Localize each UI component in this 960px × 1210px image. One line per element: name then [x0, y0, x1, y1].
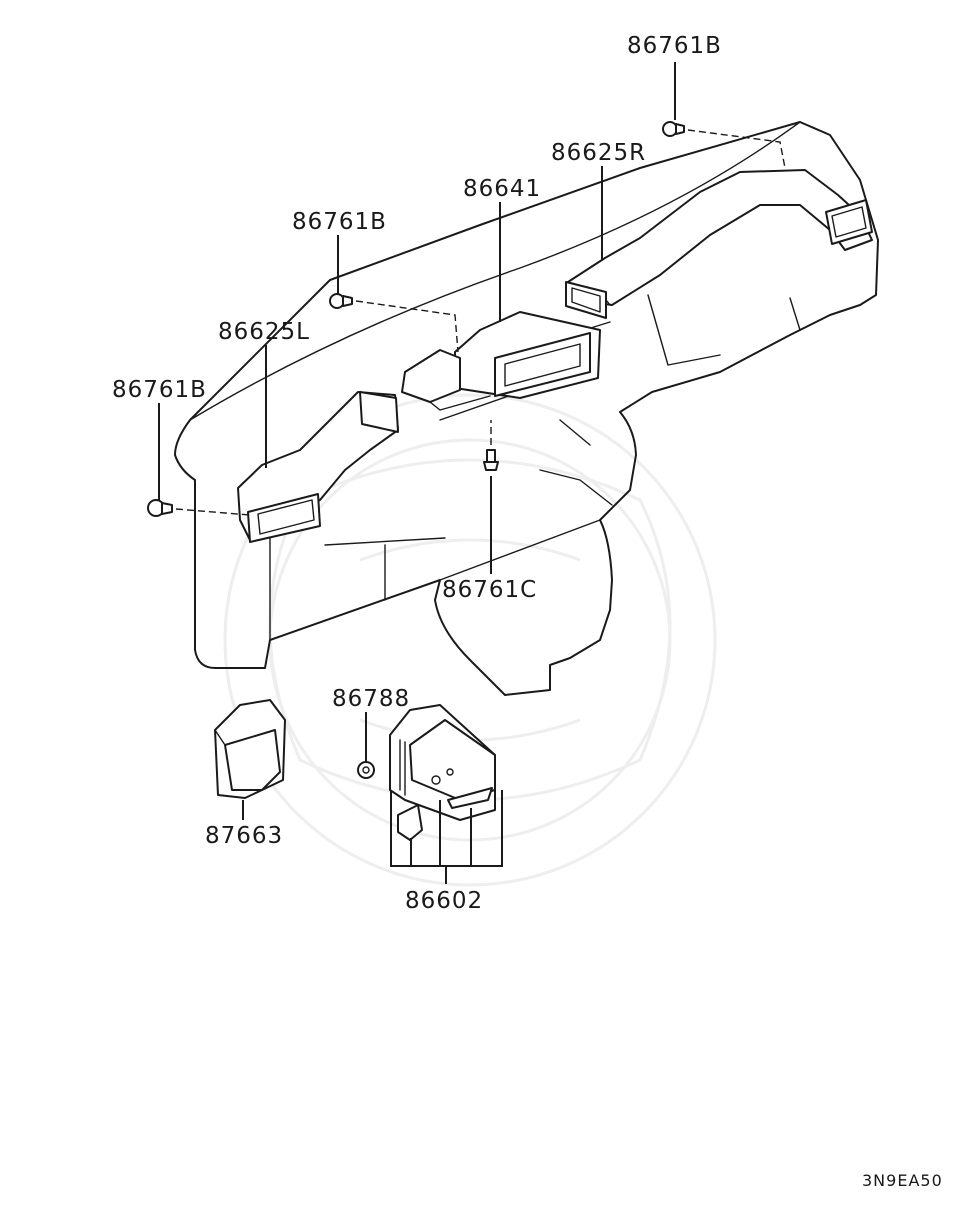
right-side-duct	[565, 169, 873, 319]
callout-86602: 86602	[405, 888, 483, 914]
dashboard-panel	[174, 121, 879, 696]
left-side-duct	[237, 391, 399, 543]
meter-hood-part	[214, 699, 286, 799]
callout-86625L: 86625L	[218, 319, 310, 345]
screw-fastener-center	[483, 449, 499, 471]
diagram-code: 3N9EA50	[862, 1171, 943, 1190]
callout-86761B-center: 86761B	[292, 209, 387, 235]
callout-86788: 86788	[332, 686, 410, 712]
leader-lines	[158, 62, 676, 884]
callout-86761C: 86761C	[442, 577, 537, 603]
clip-fastener-top-right	[662, 121, 685, 137]
callout-86641: 86641	[463, 176, 541, 202]
callout-86761B-top-right: 86761B	[627, 33, 722, 59]
nut-part	[357, 761, 375, 779]
clip-fastener-left	[147, 499, 173, 517]
callout-86625R: 86625R	[551, 140, 646, 166]
heater-control-unit	[389, 704, 496, 841]
center-vent	[401, 311, 601, 411]
clip-fastener-center	[329, 293, 353, 309]
callout-86761B-left: 86761B	[112, 377, 207, 403]
installation-lines	[175, 129, 786, 516]
callout-87663: 87663	[205, 823, 283, 849]
